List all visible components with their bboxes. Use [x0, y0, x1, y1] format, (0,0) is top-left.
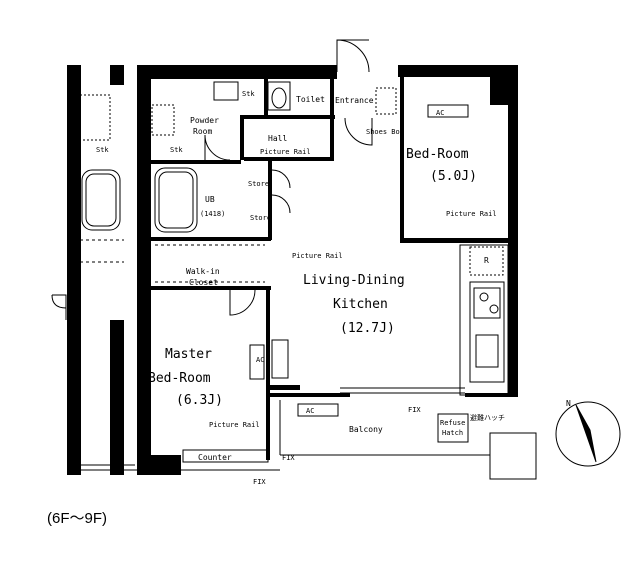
ldk-label-2: Kitchen [333, 297, 388, 312]
bedroom-name: Bed-Room [406, 147, 469, 162]
wic-label-1: Walk-in [186, 267, 220, 276]
ac-balcony: AC [306, 407, 314, 415]
ub-size: (1418) [200, 210, 225, 218]
doors [204, 39, 373, 316]
bedroom-size: (5.0J) [430, 169, 477, 184]
wic-label-2: Closet [189, 278, 218, 287]
north-label: N [566, 399, 571, 408]
picture-rail-ldk: Picture Rail [292, 252, 343, 260]
hatch-label-1: Refuse [440, 419, 465, 427]
fix-balcony: FIX [408, 406, 421, 414]
entrance-label: Entrance [335, 96, 374, 105]
stock-label-3: Stk [96, 146, 109, 154]
master-label-2: Bed-Room [148, 371, 211, 386]
powder-room-label-2: Room [193, 127, 212, 136]
powder-room-label-1: Powder [190, 116, 219, 125]
picture-rail-bedroom: Picture Rail [446, 210, 497, 218]
ldk-size: (12.7J) [340, 321, 395, 336]
fix-bottom: FIX [253, 478, 266, 486]
hall-label: Hall [268, 134, 287, 143]
hatch-label-2: Hatch [442, 429, 463, 437]
floor-range-note: (6F～9F) [47, 510, 107, 527]
store-label-2: Store [250, 214, 271, 222]
toilet-label: Toilet [296, 95, 325, 104]
balcony-label: Balcony [349, 425, 383, 434]
fixtures [80, 81, 537, 480]
walls [137, 65, 518, 475]
ldk-label-1: Living-Dining [303, 273, 405, 288]
master-size: (6.3J) [176, 393, 223, 408]
hatch-note: 避難ハッチ [470, 413, 505, 422]
stock-label-2: Stk [170, 146, 183, 154]
picture-rail-master: Picture Rail [209, 421, 260, 429]
store-label-1: Store [248, 180, 269, 188]
fix-counter: FIX [282, 454, 295, 462]
adjacent-unit [51, 65, 135, 475]
ub-label: UB [205, 195, 215, 204]
stock-label-1: Stk [242, 90, 255, 98]
refrigerator-label: R [484, 256, 489, 265]
north-compass-icon [555, 401, 621, 467]
ac-bedroom: AC [436, 109, 444, 117]
picture-rail-hall: Picture Rail [260, 148, 311, 156]
ac-master: AC [256, 356, 264, 364]
master-label-1: Master [165, 347, 212, 362]
counter-label: Counter [198, 453, 232, 462]
shoes-box-label: Shoes Box [366, 128, 404, 136]
